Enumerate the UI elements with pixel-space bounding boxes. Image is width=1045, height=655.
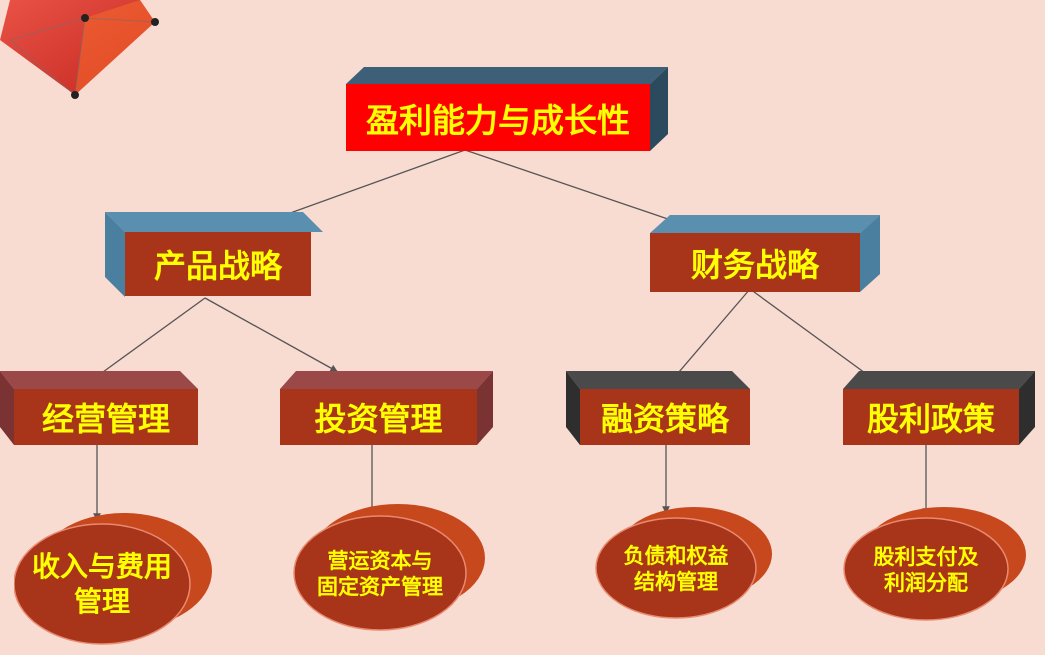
leaf-revenue-expense-line2: 管理 bbox=[74, 584, 130, 619]
leaf-debt-equity-line1: 负债和权益 bbox=[624, 543, 729, 569]
link-finance-dividend bbox=[750, 289, 876, 381]
investment-management-node: 投资管理 bbox=[280, 371, 493, 445]
investment-management-label: 投资管理 bbox=[280, 389, 477, 445]
root-node: 盈利能力与成长性 bbox=[346, 67, 668, 151]
leaf-debt-equity: 负债和权益 结构管理 bbox=[592, 502, 777, 620]
link-product-operations bbox=[103, 298, 205, 372]
operations-management-node: 经营管理 bbox=[0, 371, 198, 445]
dividend-policy-label: 股利政策 bbox=[843, 389, 1019, 445]
leaf-debt-equity-line2: 结构管理 bbox=[634, 569, 718, 595]
financial-strategy-label: 财务战略 bbox=[650, 233, 860, 292]
financing-strategy-node: 融资策略 bbox=[566, 371, 750, 445]
operations-management-label: 经营管理 bbox=[14, 389, 198, 445]
financing-strategy-label: 融资策略 bbox=[580, 389, 750, 445]
leaf-working-capital-line1: 营运资本与 bbox=[328, 548, 433, 574]
leaf-dividend-payout-line1: 股利支付及 bbox=[874, 544, 979, 570]
product-strategy-label: 产品战略 bbox=[125, 232, 311, 296]
dividend-policy-node: 股利政策 bbox=[843, 371, 1035, 445]
leaf-working-capital: 营运资本与 固定资产管理 bbox=[290, 500, 490, 635]
leaf-revenue-expense: 收入与费用 管理 bbox=[14, 506, 214, 650]
product-strategy-node: 产品战略 bbox=[105, 212, 323, 297]
leaf-dividend-payout-line2: 利润分配 bbox=[884, 570, 968, 596]
link-product-investment bbox=[205, 298, 338, 372]
leaf-revenue-expense-line1: 收入与费用 bbox=[32, 549, 172, 584]
leaf-working-capital-line2: 固定资产管理 bbox=[317, 574, 443, 600]
root-node-label: 盈利能力与成长性 bbox=[346, 84, 650, 151]
leaf-dividend-payout: 股利支付及 利润分配 bbox=[840, 503, 1030, 625]
financial-strategy-node: 财务战略 bbox=[650, 215, 880, 292]
